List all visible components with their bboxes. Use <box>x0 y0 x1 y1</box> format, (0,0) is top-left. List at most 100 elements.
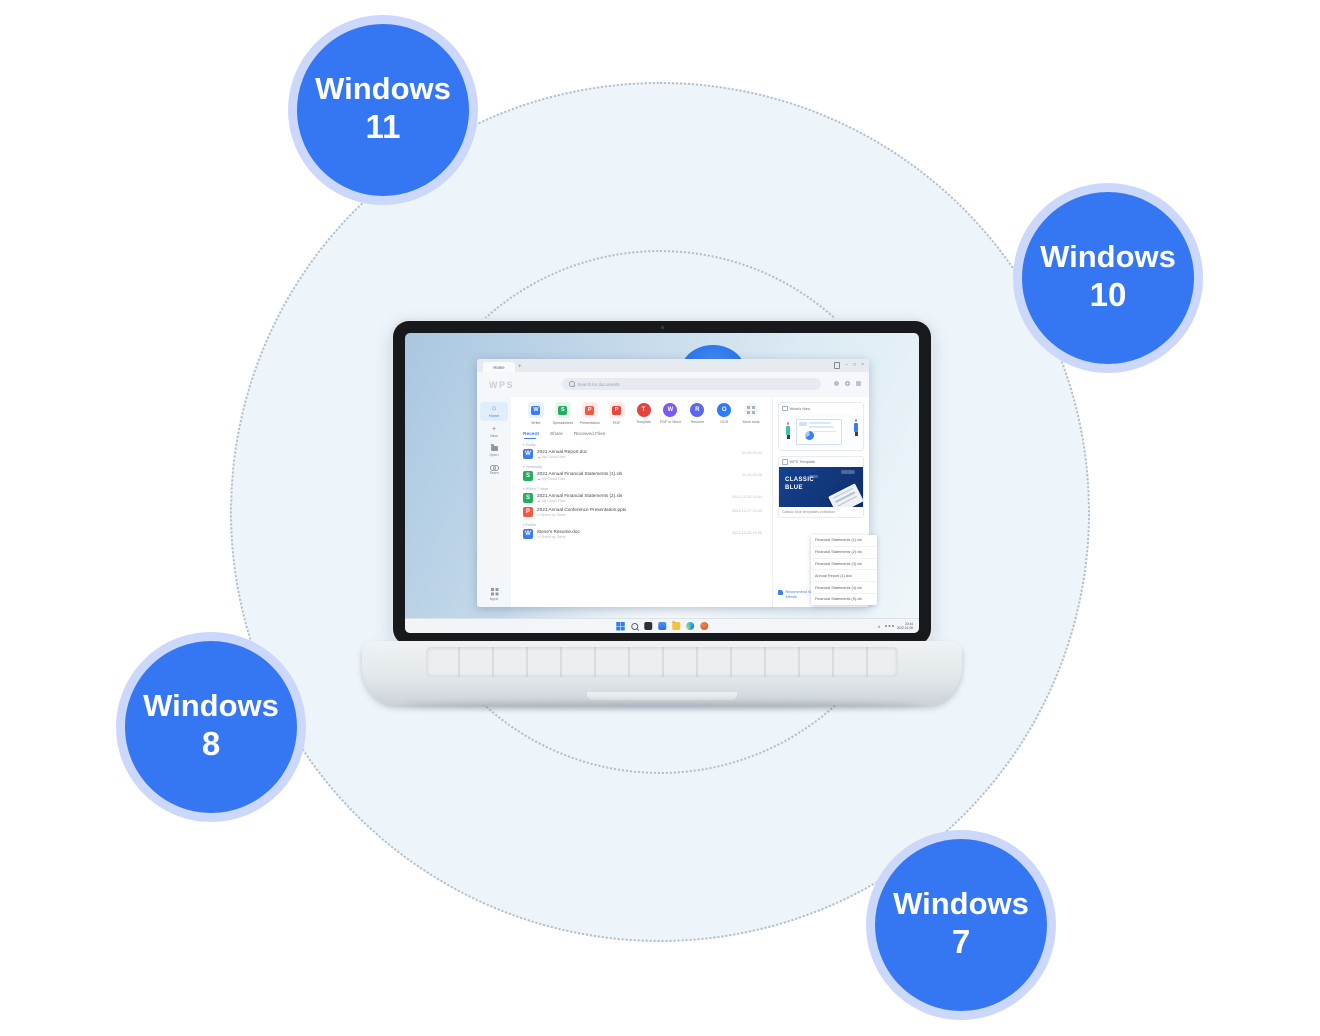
desktop-wallpaper: Home + – □ × WPS Search for <box>405 333 919 633</box>
sidebar-item-open[interactable]: Open <box>480 443 508 460</box>
wps-taskbar-icon[interactable] <box>699 622 708 630</box>
document-illustration <box>828 483 863 507</box>
app-pdf[interactable]: P PDF <box>604 402 630 425</box>
sidebar-item-apps[interactable]: Apps <box>490 587 498 601</box>
tray-status-icons[interactable] <box>884 625 887 627</box>
whats-new-card[interactable]: What's New ··· <box>778 402 864 451</box>
tab-share[interactable]: Share <box>550 431 563 437</box>
group-label-yesterday[interactable]: Yesterday <box>523 465 764 469</box>
laptop-keyboard <box>426 647 898 677</box>
mail-icon[interactable] <box>657 622 666 630</box>
app-template[interactable]: T Template <box>631 402 657 425</box>
theme-skin-icon[interactable] <box>833 362 841 369</box>
premium-icon[interactable] <box>856 381 861 386</box>
pdf-icon: P <box>612 405 622 415</box>
main-area: W Writer S Spreadsheet P Presentation <box>511 397 772 607</box>
tab-home[interactable]: Home <box>483 362 515 372</box>
file-name: 2021 Annual Report.doc <box>537 448 588 454</box>
app-pdf-to-word[interactable]: W PDF to Word <box>657 402 683 425</box>
search-input[interactable]: Search for documents <box>562 378 821 390</box>
resume-icon: R <box>690 403 705 417</box>
popup-file-item[interactable]: Financial Statements (3).xls <box>811 559 877 571</box>
file-source: Share by Steve <box>537 513 626 517</box>
more-menu-icon[interactable]: ··· <box>854 459 860 465</box>
home-icon: ⌂ <box>491 405 497 412</box>
app-resume[interactable]: R Resume <box>684 402 710 425</box>
tab-recent[interactable]: Recent <box>523 432 539 440</box>
edge-browser-icon[interactable] <box>685 622 694 630</box>
file-name: 2021 Annual Conference Presentation.pptx <box>537 507 627 513</box>
writer-icon: W <box>531 405 541 415</box>
minimize-button[interactable]: – <box>845 362 849 369</box>
settings-gear-icon[interactable] <box>845 381 850 386</box>
group-label-within-7-days[interactable]: Within 7 days <box>523 487 764 491</box>
popup-file-item[interactable]: Annual Report (1).doc <box>811 570 877 583</box>
start-button[interactable] <box>616 622 620 626</box>
search-icon <box>569 381 575 387</box>
file-time: 2021-12-28 19:44 <box>732 494 762 499</box>
pdf-to-word-icon: W <box>663 403 678 417</box>
file-row[interactable]: P 2021 Annual Conference Presentation.pp… <box>523 505 764 520</box>
xls-file-icon: S <box>523 492 533 503</box>
new-tab-button[interactable]: + <box>518 364 522 370</box>
sidebar-item-new[interactable]: + New <box>480 423 508 442</box>
spreadsheet-icon: S <box>558 405 568 415</box>
window-tab-bar: Home + – □ × <box>477 359 869 372</box>
task-view-icon[interactable] <box>643 622 652 630</box>
doc-file-icon: W <box>523 448 533 459</box>
wps-office-window: Home + – □ × WPS Search for <box>477 359 869 607</box>
apps-grid-icon <box>490 588 494 591</box>
template-icon: T <box>636 403 651 417</box>
popup-file-item[interactable]: Financial Statements (2).xls <box>811 547 877 559</box>
close-button[interactable]: × <box>861 362 864 369</box>
taskbar-search-icon[interactable] <box>630 622 638 630</box>
wps-template-card[interactable]: WPS Template ··· CLASSIC BLUE <box>778 455 864 518</box>
file-explorer-icon[interactable] <box>671 620 680 630</box>
file-source: My Cloud Files <box>537 455 587 459</box>
more-menu-icon[interactable]: ··· <box>854 405 860 411</box>
popup-file-item[interactable]: Financial Statements (5).xls <box>815 597 862 602</box>
sidebar-item-home[interactable]: ⌂ Home <box>480 402 508 421</box>
app-presentation[interactable]: P Presentation <box>577 402 603 425</box>
tab-received-files[interactable]: Received Files <box>573 431 606 437</box>
window-controls: – □ × <box>833 362 864 369</box>
presentation-icon: P <box>585 405 595 415</box>
sidebar-item-team[interactable]: Team <box>480 462 508 479</box>
app-ocr[interactable]: O OCR <box>711 402 737 425</box>
doc-file-icon: W <box>523 529 533 540</box>
plus-icon: + <box>491 425 497 433</box>
file-list-tabs: Recent Share Received Files <box>523 432 764 440</box>
right-panel: What's New ··· <box>772 397 869 607</box>
file-source: Share by Steve <box>537 535 580 539</box>
windows-taskbar: ∧ 20:44 2022-01-06 <box>405 618 919 633</box>
team-icon <box>489 464 499 471</box>
file-row[interactable]: S 2021 Annual Financial Statements (2).x… <box>523 491 764 506</box>
file-row[interactable]: W Steve's Resume.doc Share by Steve 2021… <box>523 527 764 542</box>
window-body: ⌂ Home + New Open <box>477 397 869 607</box>
file-time: 2021-12-26 19:35 <box>732 531 762 535</box>
chevron-up-icon[interactable]: ∧ <box>877 623 881 629</box>
taskbar-clock[interactable]: 20:44 2022-01-06 <box>896 621 913 630</box>
person-illustration <box>786 422 790 439</box>
file-name: Steve's Resume.doc <box>537 529 580 535</box>
maximize-button[interactable]: □ <box>853 362 857 369</box>
app-more-tools[interactable]: More tools <box>738 402 764 425</box>
person-illustration <box>854 419 858 436</box>
account-avatar[interactable] <box>834 381 839 386</box>
app-spreadsheet[interactable]: S Spreadsheet <box>550 402 576 425</box>
xls-file-icon: S <box>523 470 533 481</box>
group-label-earlier[interactable]: Earlier <box>523 523 764 527</box>
app-writer[interactable]: W Writer <box>523 402 549 425</box>
popup-file-item[interactable]: Financial Statements (1).xls <box>811 535 877 547</box>
file-row[interactable]: W 2021 Annual Report.doc My Cloud Files … <box>523 447 764 462</box>
more-tools-icon <box>746 405 751 410</box>
sidebar-label: Team <box>489 471 499 475</box>
popup-file-item[interactable]: Financial Statements (4).xls <box>811 582 877 594</box>
left-sidebar: ⌂ Home + New Open <box>477 397 511 607</box>
template-caption: Classic blue templates collection <box>782 510 836 514</box>
classic-blue-template-thumbnail[interactable]: CLASSIC BLUE <box>779 467 863 507</box>
group-label-today[interactable]: Today <box>523 443 764 447</box>
sidebar-label: Open <box>489 452 499 457</box>
file-row[interactable]: S 2021 Annual Financial Statements (1).x… <box>523 469 764 484</box>
